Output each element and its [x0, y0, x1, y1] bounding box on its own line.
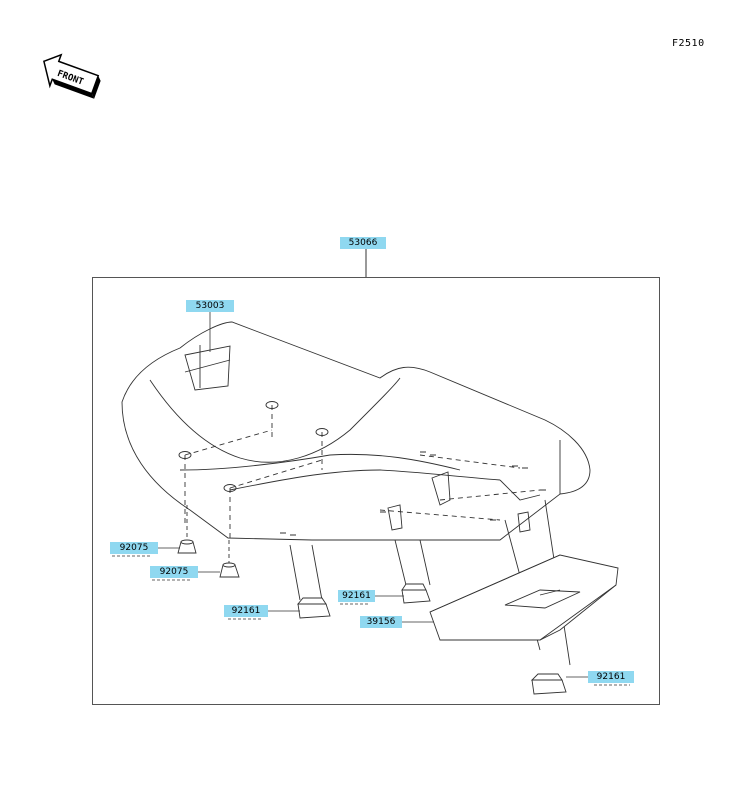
part-label-53003[interactable]: 53003 [186, 300, 234, 312]
front-direction-arrow-icon: FRONT [43, 53, 101, 99]
part-label-92161-a[interactable]: 92161 [224, 605, 268, 617]
figure-code: F2510 [672, 38, 705, 49]
part-label-92075-b[interactable]: 92075 [150, 566, 198, 578]
tray-drawing [429, 554, 619, 641]
part-label-53066[interactable]: 53066 [340, 237, 386, 249]
part-label-92161-b[interactable]: 92161 [338, 590, 375, 602]
part-label-92161-c[interactable]: 92161 [588, 671, 634, 683]
part-label-39156[interactable]: 39156 [360, 616, 402, 628]
seat-drawing [121, 321, 591, 666]
fastener-drawings [177, 539, 567, 695]
part-label-92075-a[interactable]: 92075 [110, 542, 158, 554]
assembly-frame [92, 277, 660, 705]
